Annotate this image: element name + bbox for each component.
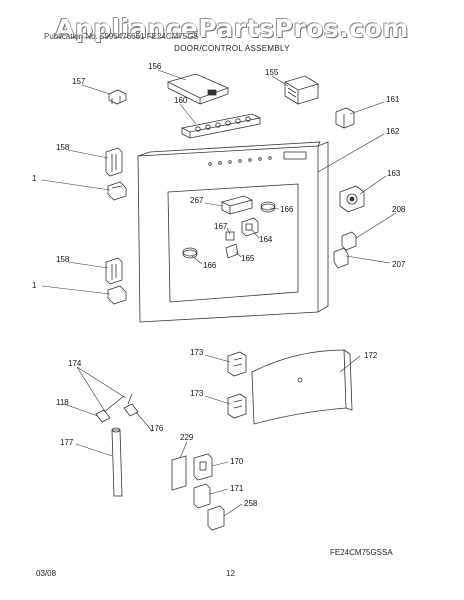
part-170-switch-housing — [193, 453, 213, 481]
part-163-knob-assembly — [339, 185, 365, 213]
part-171-switch — [193, 483, 211, 509]
part-118-hinge-arm — [95, 395, 125, 423]
callout-1-upper: 1 — [32, 174, 37, 183]
callout-172: 172 — [364, 351, 378, 360]
part-156-block — [166, 73, 230, 105]
part-155-module — [284, 75, 319, 105]
page-title: DOOR/CONTROL ASSEMBLY — [174, 44, 290, 53]
part-207-latch — [333, 247, 349, 269]
callout-176: 176 — [150, 424, 164, 433]
watermark-logo: AppliancePartsPros.com — [55, 14, 409, 43]
part-167-switch — [225, 231, 235, 241]
callout-162: 162 — [386, 127, 400, 136]
callout-158-upper: 158 — [56, 143, 70, 152]
callout-229: 229 — [180, 433, 194, 442]
callout-156: 156 — [148, 62, 162, 71]
page-number: 12 — [226, 569, 235, 578]
part-158-hinge-lower — [105, 257, 123, 285]
callout-167: 167 — [214, 222, 228, 231]
callout-166-lower: 166 — [203, 261, 217, 270]
callout-207: 207 — [392, 260, 406, 269]
part-177-rod — [111, 427, 123, 497]
part-157-clip — [108, 89, 127, 105]
part-172-cover-panel — [251, 349, 353, 425]
footer-date: 03/08 — [36, 569, 57, 578]
part-166-ring-upper — [260, 201, 276, 213]
part-165-clip — [225, 243, 239, 259]
callout-208: 208 — [392, 205, 406, 214]
model-number: FE24CM75GSSA — [330, 548, 393, 557]
callout-163: 163 — [387, 169, 401, 178]
callout-161: 161 — [386, 95, 400, 104]
part-229-pad — [171, 455, 187, 491]
part-162-door-panel — [137, 141, 329, 323]
part-1-fastener-lower — [107, 285, 127, 305]
callout-164: 164 — [259, 235, 273, 244]
callout-170: 170 — [230, 457, 244, 466]
callout-118: 118 — [56, 398, 69, 407]
callout-166-upper: 166 — [280, 205, 294, 214]
part-176-hinge-arm — [123, 393, 139, 417]
part-160-control-strip — [180, 113, 262, 139]
part-258-bracket — [207, 505, 225, 531]
callout-155: 155 — [265, 68, 279, 77]
callout-173-upper: 173 — [190, 348, 204, 357]
callout-258: 258 — [244, 499, 258, 508]
part-208-pin — [341, 231, 357, 251]
callout-173-lower: 173 — [190, 389, 204, 398]
callout-171: 171 — [230, 484, 244, 493]
callout-165: 165 — [241, 254, 255, 263]
part-173-bracket-upper — [227, 351, 247, 377]
callout-267: 267 — [190, 196, 204, 205]
callout-157: 157 — [72, 77, 86, 86]
part-164-rocker — [241, 217, 259, 237]
callout-174: 174 — [68, 359, 82, 368]
callout-158-lower: 158 — [56, 255, 70, 264]
part-173-bracket-lower — [227, 393, 247, 419]
part-161-bracket — [335, 107, 355, 129]
part-267-switch — [220, 195, 254, 215]
part-1-fastener-upper — [107, 181, 127, 201]
callout-177: 177 — [60, 438, 74, 447]
callout-160: 160 — [174, 96, 188, 105]
callout-1-lower: 1 — [32, 281, 37, 290]
part-158-hinge-upper — [105, 147, 123, 177]
publication-header: Publication No. 5995476661 FE24CM75GS — [44, 32, 199, 41]
part-166-ring-lower — [182, 247, 198, 259]
